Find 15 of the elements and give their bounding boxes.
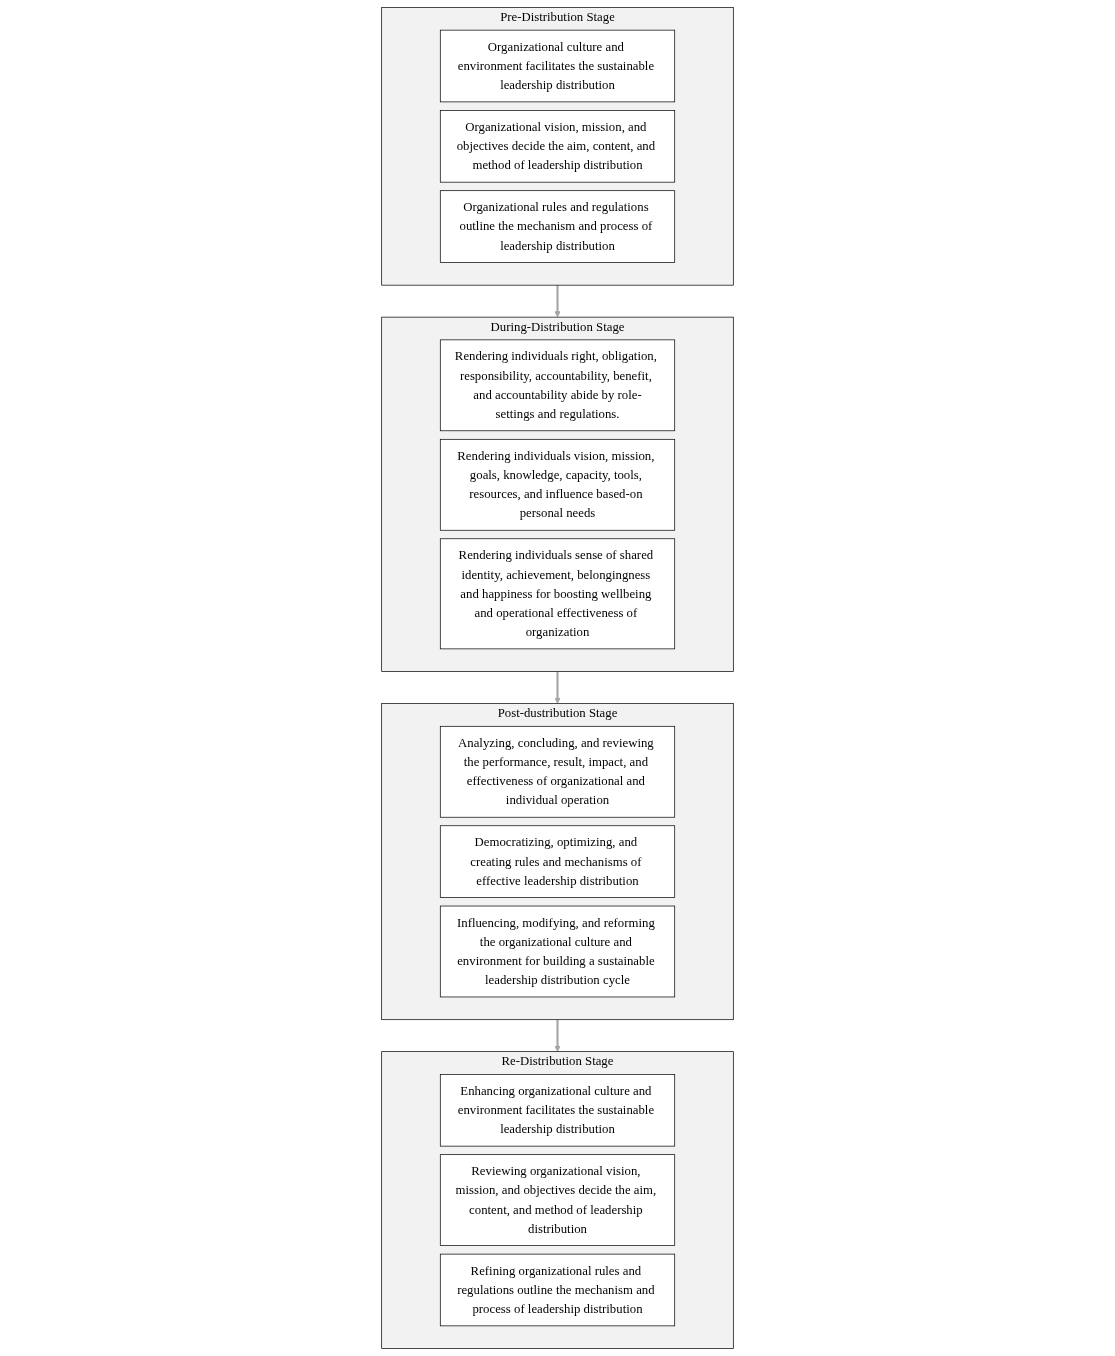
node-box: Refining organizational rules and regulations outline the mechanism and process of leadership distribution <box>439 1253 676 1327</box>
node-box: Reviewing organizational vision, mission, and objectives decide the aim, content, and method of leadership distribution <box>439 1154 676 1246</box>
arrow <box>554 1019 561 1052</box>
node-box: Democratizing, optimizing, and creating rules and mechanisms of effective leadership distribution <box>439 825 676 898</box>
node-box: Analyzing, concluding, and reviewing the performance, result, impact, and effectiveness of organizational and individual operation <box>439 725 676 818</box>
node-box: Rendering individuals right, obligation, responsibility, accountability, benefit, and accountability abide by role-settings and regulations. <box>439 339 676 432</box>
node-box: Influencing, modifying, and reforming the organizational culture and environment for building a sustainable leadership distribution cycle <box>439 905 676 998</box>
arrow <box>554 671 561 704</box>
node-box: Organizational rules and regulations outline the mechanism and process of leadership distribution <box>439 190 676 263</box>
node-box: Enhancing organizational culture and environment facilitates the sustainable leadership distribution <box>439 1074 676 1147</box>
arrow <box>554 285 561 318</box>
node-box: Rendering individuals vision, mission, goals, knowledge, capacity, tools, resources, and influence based-on personal needs <box>439 438 676 531</box>
node-box: Rendering individuals sense of shared identity, achievement, belongingness and happiness for boosting wellbeing and operational effectiveness of organization <box>439 538 676 650</box>
node-box: Organizational culture and environment facilitates the sustainable leadership distribution <box>439 29 676 103</box>
node-box: Organizational vision, mission, and objectives decide the aim, content, and method of leadership distribution <box>439 110 676 183</box>
